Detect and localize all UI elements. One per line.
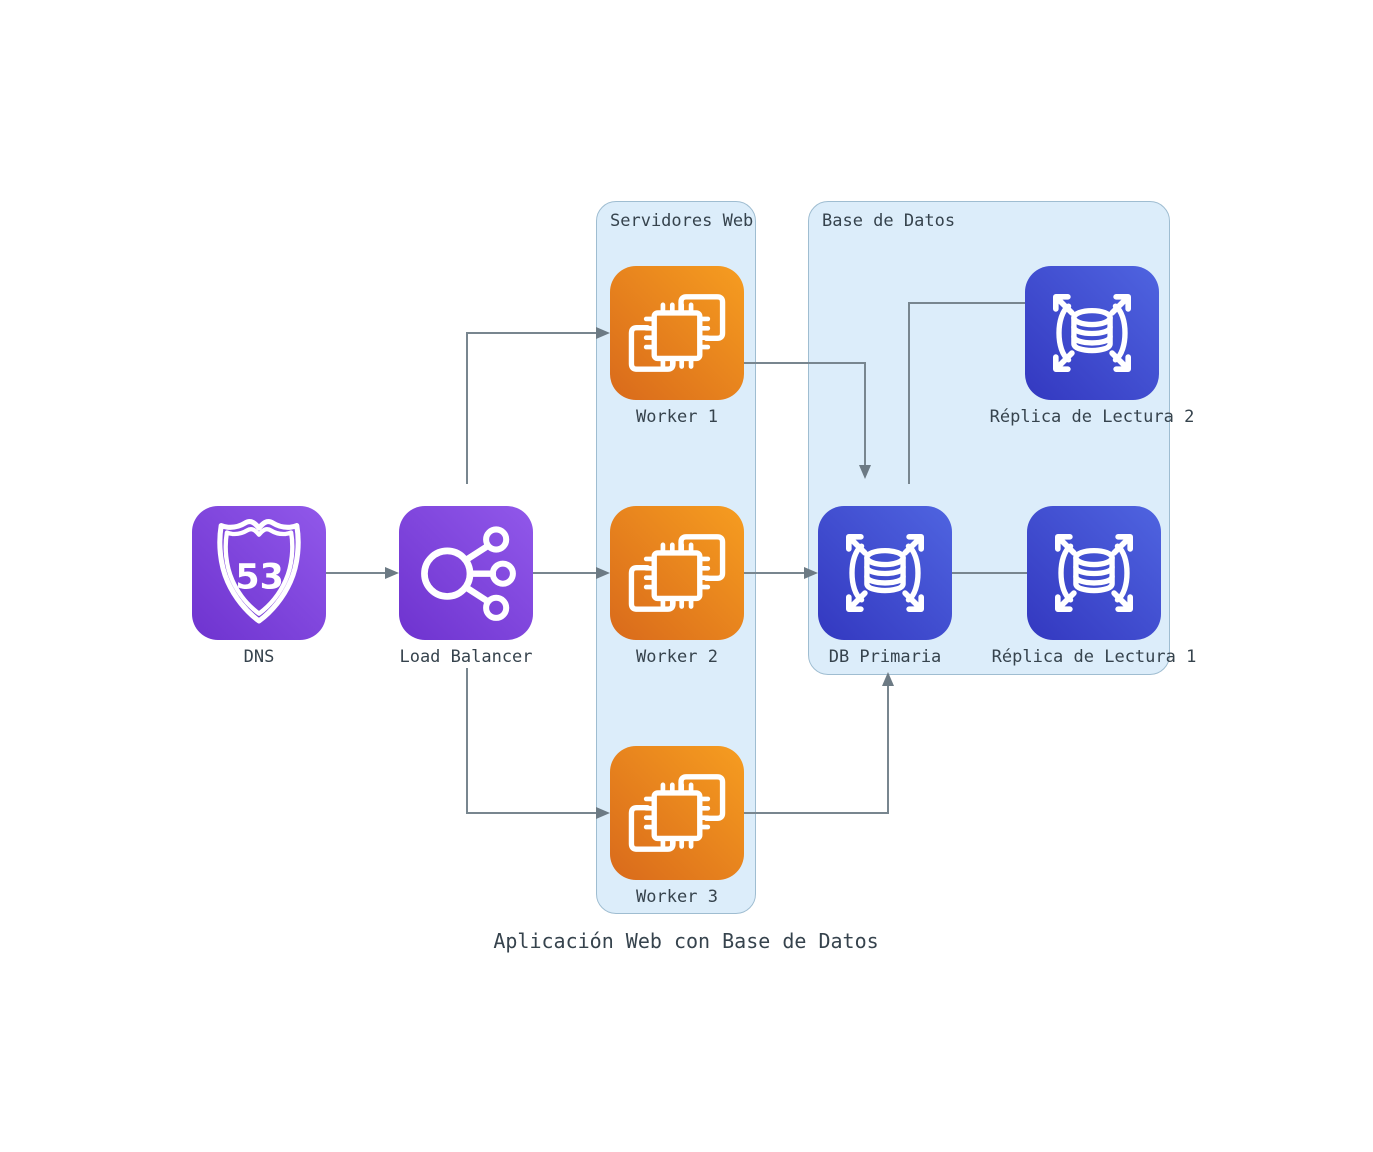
- node-dns-label: DNS: [243, 647, 275, 667]
- node-read-replica-1: Réplica de Lectura 1: [992, 506, 1196, 667]
- node-worker-2-label: Worker 2: [636, 647, 718, 667]
- node-dns: 53 DNS: [192, 506, 326, 667]
- node-db-primary-label: DB Primaria: [828, 647, 942, 667]
- node-worker-2: Worker 2: [610, 506, 744, 667]
- node-worker-1: Worker 1: [610, 266, 744, 427]
- diagram-title: Aplicación Web con Base de Datos: [493, 929, 879, 953]
- ec2-instance-icon: [610, 746, 744, 880]
- ec2-instance-icon: [610, 506, 744, 640]
- node-worker-1-label: Worker 1: [636, 407, 718, 427]
- route53-icon-number: 53: [235, 557, 283, 597]
- node-load-balancer-label: Load Balancer: [399, 647, 533, 667]
- node-db-primary: DB Primaria: [818, 506, 952, 667]
- connector-load-balancer-to-worker-3: [466, 668, 610, 819]
- node-worker-3-label: Worker 3: [636, 887, 718, 907]
- group-web-servers-label: Servidores Web: [610, 211, 754, 231]
- group-database-label: Base de Datos: [822, 211, 956, 231]
- node-load-balancer: Load Balancer: [399, 506, 533, 667]
- connector-dns-to-load-balancer: [326, 567, 399, 579]
- aurora-database-icon: [1027, 506, 1161, 640]
- connector-load-balancer-to-worker-1: [466, 327, 610, 484]
- node-read-replica-1-label: Réplica de Lectura 1: [991, 647, 1197, 667]
- connector-worker-3-to-db-primary: [744, 672, 894, 814]
- load-balancer-icon: [399, 506, 533, 640]
- node-read-replica-2-label: Réplica de Lectura 2: [989, 407, 1195, 427]
- aurora-database-icon: [818, 506, 952, 640]
- node-worker-3: Worker 3: [610, 746, 744, 907]
- ec2-instance-icon: [610, 266, 744, 400]
- node-read-replica-2: Réplica de Lectura 2: [990, 266, 1194, 427]
- aurora-database-icon: [1025, 266, 1159, 400]
- route53-icon: 53: [192, 506, 326, 640]
